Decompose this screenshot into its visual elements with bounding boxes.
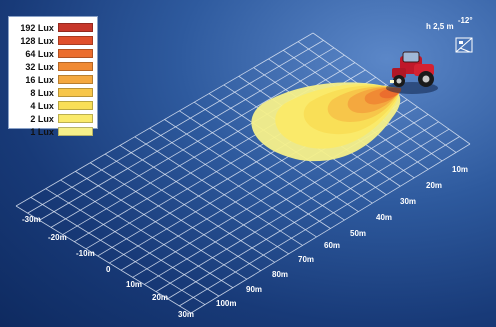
grid-line-lateral [45,188,220,297]
grid-line-lateral [30,197,206,305]
legend-label: 192 Lux [20,22,54,33]
axis-tick-label: 20m [426,181,442,190]
legend-item: 8 Lux [13,86,93,99]
axis-tick-label: 50m [350,229,366,238]
grid-line-lateral [119,145,289,255]
legend-label: 32 Lux [25,61,54,72]
grid-line-lateral [164,119,331,229]
grid-line-lateral [149,127,317,238]
legend-swatch [57,23,93,32]
grid-line-lateral [134,136,303,246]
axis-tick-label: 0 [106,265,111,274]
mount-height-label: h 2,5 m [426,22,454,31]
legend-item: 128 Lux [13,34,93,47]
legend-swatch [57,127,93,136]
legend-label: 2 Lux [30,113,54,124]
tractor-icon [386,51,438,94]
light-beam [251,82,402,162]
axis-tick-label: 60m [324,241,340,250]
legend-item: 1 Lux [13,125,93,138]
mount-angle-label: -12° [457,16,473,25]
axis-tick-label: -10m [76,249,95,258]
legend-swatch [57,114,93,123]
axis-tick-label: 100m [216,299,236,308]
lux-legend: 192 Lux 128 Lux 64 Lux 32 Lux 16 Lux 8 Lux 4 L… [8,16,98,137]
legend-item: 16 Lux [13,73,93,86]
legend-label: 4 Lux [30,100,54,111]
legend-label: 8 Lux [30,87,54,98]
axis-tick-label: 30m [400,197,416,206]
legend-label: 1 Lux [30,126,54,137]
axis-tick-label: 40m [376,213,392,222]
legend-item: 192 Lux [13,21,93,34]
axis-tick-label: 10m [126,280,142,289]
legend-item: 4 Lux [13,99,93,112]
grid-line-lateral [15,205,192,314]
legend-swatch [57,49,93,58]
axis-tick-label: 80m [272,270,288,279]
legend-swatch [57,88,93,97]
axis-tick-label: 90m [246,285,262,294]
legend-item: 32 Lux [13,60,93,73]
grid-line-lateral [104,153,275,263]
mount-info: h 2,5 m -12° [426,16,473,31]
axis-tick-label: 20m [152,293,168,302]
grid-line-lateral [90,162,261,272]
grid-line-lateral [60,179,234,288]
grid-line-lateral [75,171,248,280]
legend-swatch [57,36,93,45]
grid-line-lateral [179,110,345,221]
axis-tick-label: -20m [48,233,67,242]
axis-tick-label: 70m [298,255,314,264]
lamp-angle-icon [455,37,473,53]
axis-tick-label: 30m [178,310,194,319]
grid-layer [15,32,471,314]
legend-item: 2 Lux [13,112,93,125]
axis-tick-label: 10m [452,165,468,174]
legend-label: 128 Lux [20,35,54,46]
legend-label: 16 Lux [25,74,54,85]
legend-label: 64 Lux [25,48,54,59]
axis-labels: -30m -20m -10m 0 10m 20m 30m 10m 20m 30m 40m 50m 60m… [22,165,468,319]
legend-item: 64 Lux [13,47,93,60]
legend-swatch [57,101,93,110]
legend-swatch [57,62,93,71]
legend-swatch [57,75,93,84]
axis-tick-label: -30m [22,215,41,224]
grid-line-lateral [193,101,359,212]
